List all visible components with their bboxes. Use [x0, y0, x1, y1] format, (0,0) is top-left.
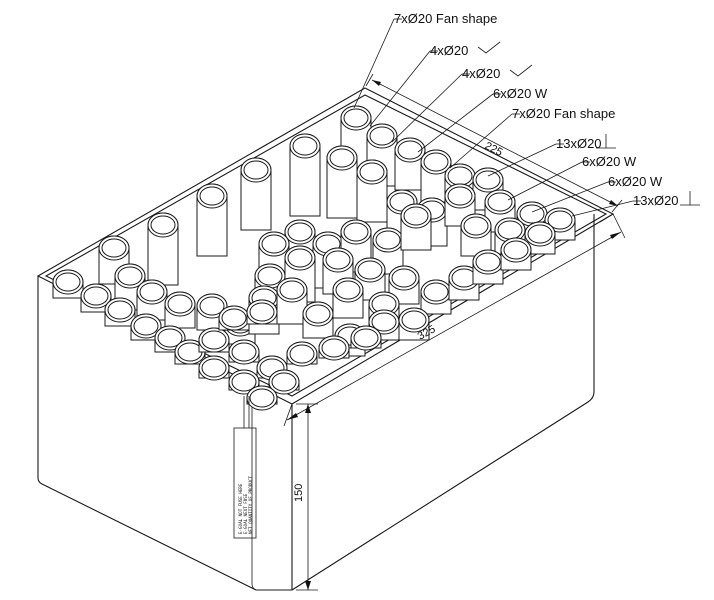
dimension-depth-label: 225 — [483, 140, 505, 159]
tube — [444, 183, 476, 227]
callout-4: 6xØ20 W — [493, 86, 548, 101]
tube — [302, 301, 334, 339]
tube — [356, 159, 388, 223]
tube — [340, 105, 372, 179]
tube — [318, 335, 350, 361]
tube — [174, 339, 206, 365]
leader-line — [531, 181, 609, 213]
callout-5: 7xØ20 Fan shape — [512, 106, 615, 121]
tube — [130, 313, 162, 341]
leader-line — [487, 143, 557, 177]
callout-1: 7xØ20 Fan shape — [394, 11, 497, 26]
vertical-mark-1-icon — [596, 134, 616, 149]
callout-3: 4xØ20 — [462, 66, 500, 81]
angle-mark-2-icon — [509, 64, 533, 77]
fuse-tag: E-GOAL NOT FUSE HERE E-GOAL NEXT FUSE NE… — [233, 396, 257, 539]
tube — [332, 277, 364, 319]
tube — [524, 221, 556, 255]
tube — [52, 269, 84, 299]
tube — [350, 325, 382, 351]
tube — [256, 355, 288, 381]
tube — [289, 133, 321, 217]
tube — [240, 157, 272, 231]
fuse-label-line1: E-GOAL NOT FUSE HERE — [238, 483, 243, 534]
tube — [286, 341, 318, 367]
callout-leaders — [353, 18, 641, 217]
tube — [400, 203, 432, 251]
tube — [472, 167, 504, 211]
tube — [246, 299, 278, 325]
tube — [354, 257, 386, 301]
tube — [420, 149, 452, 203]
tube — [228, 369, 260, 395]
fuse-label-line3: NET QUANTITY OF PRODUCT — [248, 476, 253, 534]
callout-2: 4xØ20 — [430, 43, 468, 58]
tube — [394, 137, 426, 191]
leader-line — [353, 18, 395, 109]
tube — [268, 369, 300, 395]
fuse-label-line2: E-GOAL NEXT FUSE — [243, 493, 248, 534]
tube-array — [52, 105, 576, 411]
vertical-mark-2-icon — [680, 191, 700, 206]
tube — [196, 183, 228, 257]
tube — [218, 305, 250, 331]
tube — [420, 279, 452, 315]
tube — [276, 277, 308, 325]
tube — [246, 385, 278, 411]
tube — [147, 212, 179, 286]
leader-line — [571, 200, 634, 217]
tube — [104, 297, 136, 327]
leader-line — [369, 50, 431, 127]
tube — [196, 293, 228, 331]
tube — [500, 237, 532, 271]
leader-line — [417, 93, 494, 153]
leader-line — [507, 161, 583, 201]
callout-8: 6xØ20 W — [608, 174, 663, 189]
tube — [136, 279, 168, 321]
tube — [98, 235, 130, 285]
tube — [80, 283, 112, 313]
leader-line — [449, 113, 513, 169]
angle-mark-1-icon — [477, 41, 501, 54]
tube — [164, 291, 196, 329]
tube — [472, 249, 504, 285]
leader-line — [391, 73, 463, 143]
tube — [448, 265, 480, 301]
callout-7: 6xØ20 W — [582, 154, 637, 169]
tube — [228, 339, 260, 365]
tube — [398, 307, 430, 341]
tube — [326, 145, 358, 219]
callout-9: 13xØ20 — [633, 193, 679, 208]
tube — [368, 309, 400, 341]
dimension-height: 150 — [293, 403, 318, 591]
tube — [388, 265, 420, 305]
callout-6: 13xØ20 — [556, 136, 602, 151]
dimension-height-label: 150 — [293, 484, 305, 502]
tube — [198, 327, 230, 353]
tube — [198, 355, 230, 381]
tube — [460, 213, 492, 257]
